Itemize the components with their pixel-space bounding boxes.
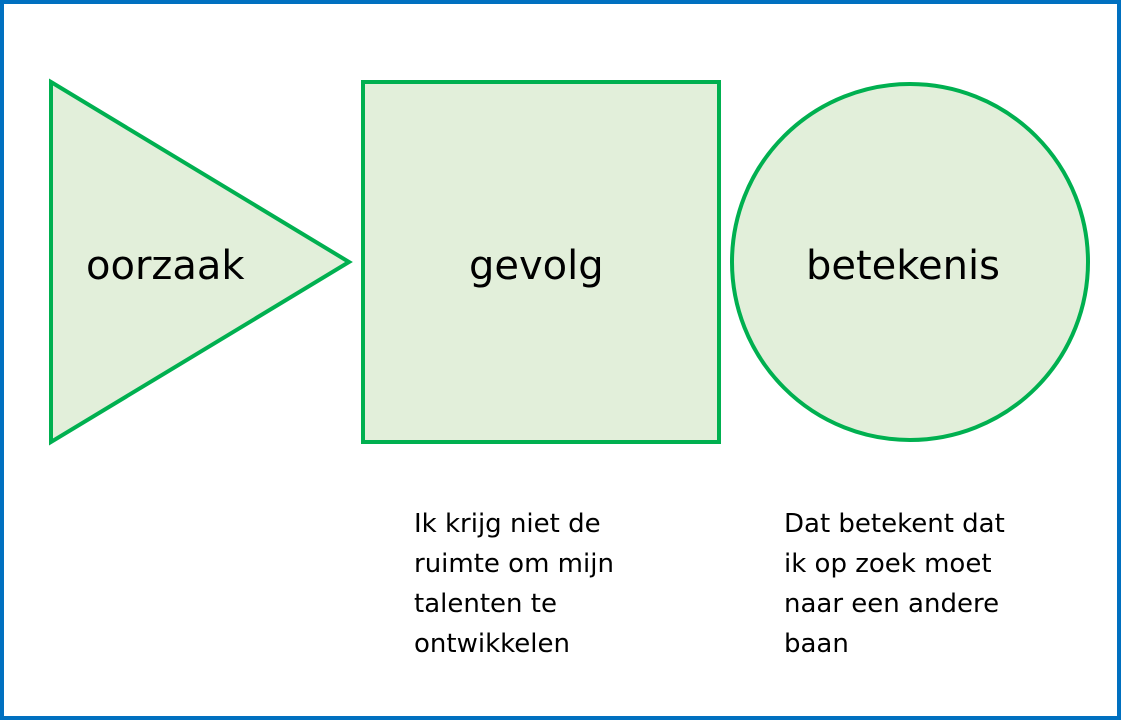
triangle-label: oorzaak — [86, 243, 245, 289]
circle-label: betekenis — [806, 243, 1000, 289]
circle-shape — [730, 82, 1090, 442]
triangle-shape — [49, 78, 353, 446]
gevolg-caption-line: ontwikkelen — [414, 629, 570, 659]
betekenis-caption-line: baan — [784, 629, 849, 659]
gevolg-caption: Ik krijg niet de ruimte om mijn talenten… — [414, 504, 654, 664]
gevolg-caption-line: Ik krijg niet de — [414, 509, 601, 539]
diagram-shapes — [49, 78, 1090, 446]
betekenis-caption-line: ik op zoek moet — [784, 549, 992, 579]
betekenis-caption-line: Dat betekent dat — [784, 509, 1005, 539]
betekenis-caption-line: naar een andere — [784, 589, 1000, 619]
gevolg-caption-line: talenten te — [414, 589, 557, 619]
square-label: gevolg — [469, 243, 604, 289]
gevolg-caption-line: ruimte om mijn — [414, 549, 614, 579]
square-shape — [361, 80, 721, 444]
betekenis-caption: Dat betekent dat ik op zoek moet naar ee… — [784, 504, 1024, 664]
